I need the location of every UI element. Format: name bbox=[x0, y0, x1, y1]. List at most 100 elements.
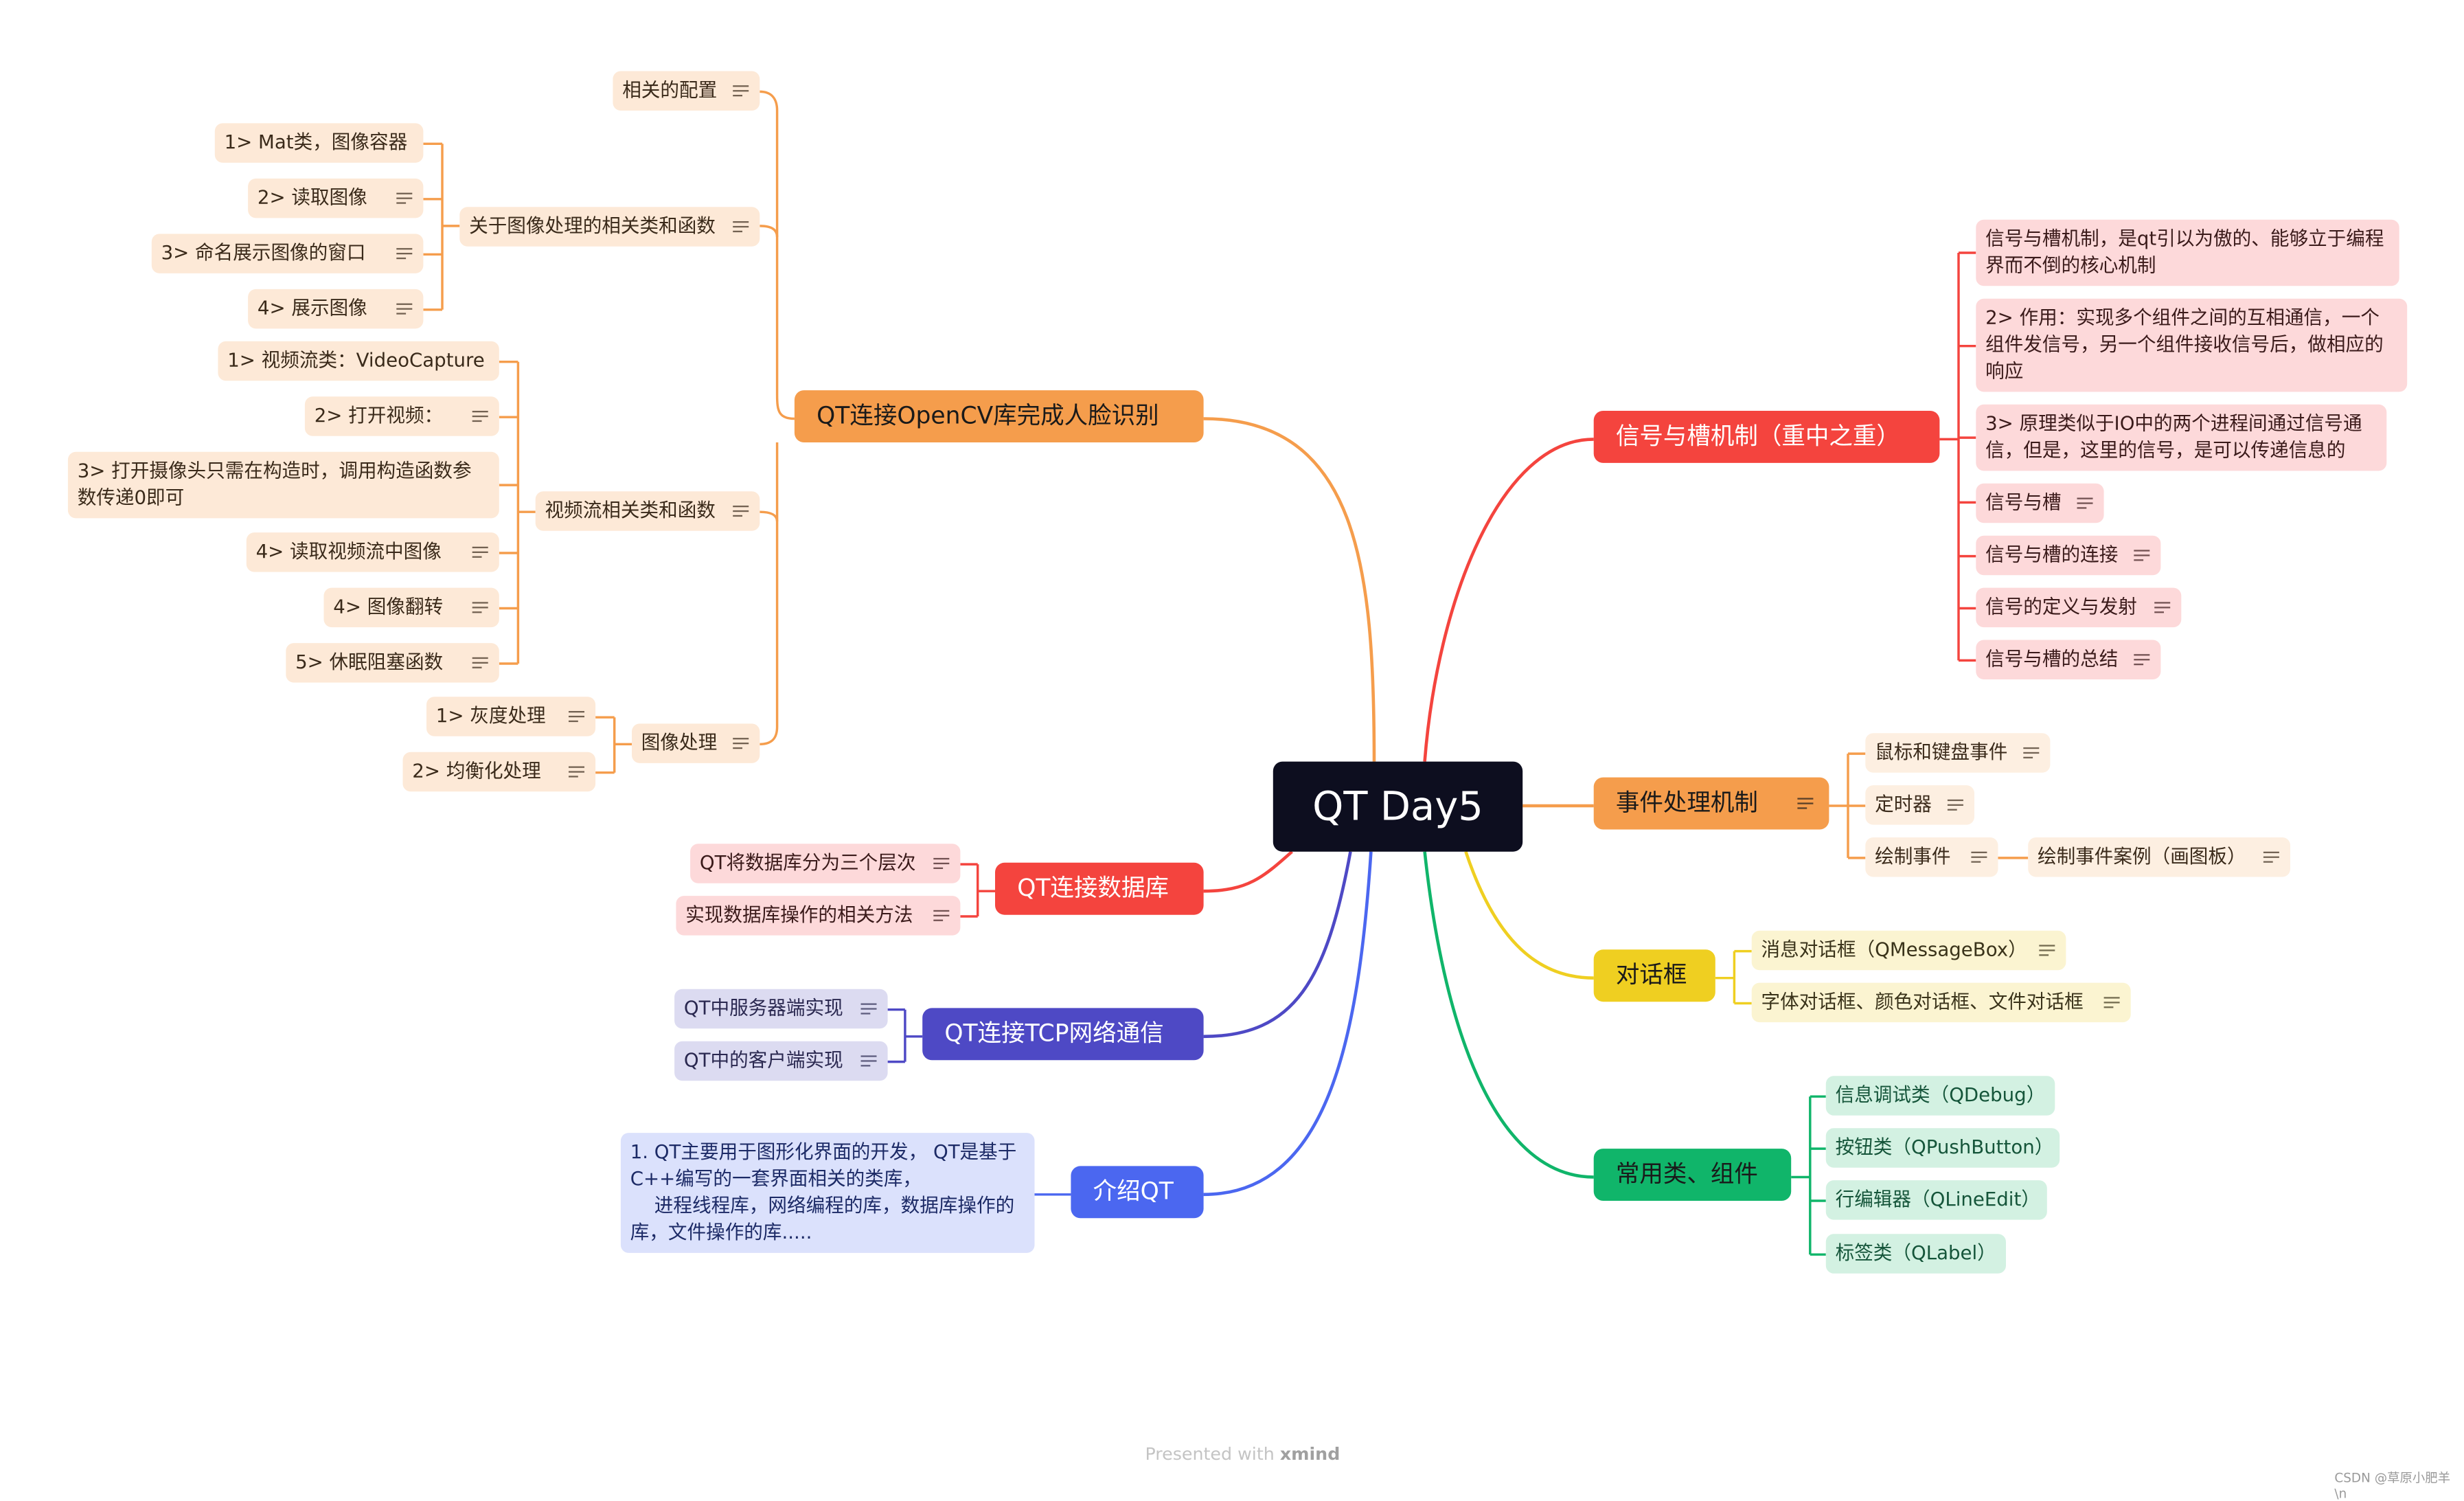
signals-item-6[interactable]: 信号的定义与发射 bbox=[1976, 587, 2182, 628]
notes-icon bbox=[1971, 850, 1987, 862]
topic-label: 1> 视频流类：VideoCapture bbox=[227, 349, 485, 372]
branch-widgets[interactable]: 常用类、组件 bbox=[1593, 1149, 1792, 1201]
notes-icon bbox=[569, 765, 584, 777]
topic-label: 4> 图像翻转 bbox=[333, 596, 444, 618]
topic-label: QT中的客户端实现 bbox=[683, 1049, 843, 1072]
branch-events-label: 事件处理机制 bbox=[1615, 788, 1758, 817]
dialogs-item-2[interactable]: 字体对话框、颜色对话框、文件对话框 bbox=[1751, 982, 2131, 1023]
branch-dialogs[interactable]: 对话框 bbox=[1593, 949, 1715, 1002]
video-item-6[interactable]: 5> 休眠阻塞函数 bbox=[286, 643, 499, 683]
signals-item-4[interactable]: 信号与槽 bbox=[1976, 483, 2104, 523]
opencv-process-group[interactable]: 图像处理 bbox=[632, 723, 760, 763]
topic-label: 按钮类（QPushButton） bbox=[1835, 1136, 2054, 1158]
signals-item-5[interactable]: 信号与槽的连接 bbox=[1976, 535, 2161, 576]
events-item-2[interactable]: 定时器 bbox=[1865, 785, 1974, 825]
watermark: CSDN @草原小肥羊 \n bbox=[2334, 1471, 2451, 1501]
opencv-image-group[interactable]: 关于图像处理的相关类和函数 bbox=[459, 207, 760, 247]
notes-icon bbox=[2103, 996, 2120, 1008]
notes-icon bbox=[733, 84, 749, 96]
topic-label: 消息对话框（QMessageBox） bbox=[1761, 938, 2027, 961]
notes-icon bbox=[396, 302, 413, 314]
tcp-item-1[interactable]: QT中服务器端实现 bbox=[674, 989, 888, 1029]
topic-label: 信号与槽机制，是qt引以为傲的、能够立于编程界而不倒的核心机制 bbox=[1985, 227, 2384, 277]
notes-icon bbox=[2023, 746, 2040, 758]
intro-note[interactable]: 1. QT主要用于图形化界面的开发， QT是基于C++编写的一套界面相关的类库，… bbox=[620, 1133, 1035, 1253]
notes-icon bbox=[472, 545, 488, 557]
notes-icon bbox=[1797, 797, 1814, 809]
branch-intro[interactable]: 介绍QT bbox=[1071, 1166, 1204, 1219]
topic-label: 3> 打开摄像头只需在构造时，调用构造函数参数传递0即可 bbox=[77, 460, 472, 509]
opencv-config-topic[interactable]: 相关的配置 bbox=[613, 71, 760, 111]
notes-icon bbox=[396, 247, 413, 259]
topic-label: 2> 作用：实现多个组件之间的互相通信，一个组件发信号，另一个组件接收信号后，做… bbox=[1985, 306, 2384, 383]
topic-label: 信号与槽的连接 bbox=[1985, 543, 2119, 566]
topic-label: 绘制事件案例（画图板） bbox=[2038, 845, 2246, 868]
notes-icon bbox=[472, 409, 488, 421]
notes-icon bbox=[2263, 850, 2279, 862]
opencv-video-group[interactable]: 视频流相关类和函数 bbox=[535, 491, 760, 531]
notes-icon bbox=[733, 736, 749, 749]
topic-label: 4> 展示图像 bbox=[257, 297, 367, 319]
signals-item-3[interactable]: 3> 原理类似于IO中的两个进程间通过信号通信，但是，这里的信号，是可以传递信息… bbox=[1976, 404, 2387, 471]
notes-icon bbox=[472, 601, 488, 613]
video-item-5[interactable]: 4> 图像翻转 bbox=[323, 587, 499, 628]
topic-label: 字体对话框、颜色对话框、文件对话框 bbox=[1761, 991, 2084, 1013]
footer-credit: Presented with xmind bbox=[1145, 1444, 1341, 1465]
widgets-item-4[interactable]: 标签类（QLabel） bbox=[1825, 1234, 2006, 1274]
topic-label: 视频流相关类和函数 bbox=[545, 499, 716, 521]
image-item-4[interactable]: 4> 展示图像 bbox=[248, 289, 424, 329]
tcp-item-2[interactable]: QT中的客户端实现 bbox=[674, 1041, 888, 1081]
branch-dialogs-label: 对话框 bbox=[1615, 960, 1687, 989]
branch-opencv[interactable]: QT连接OpenCV库完成人脸识别 bbox=[794, 390, 1204, 442]
topic-label: 鼠标和键盘事件 bbox=[1875, 741, 2008, 763]
video-item-4[interactable]: 4> 读取视频流中图像 bbox=[246, 532, 499, 572]
topic-label: 关于图像处理的相关类和函数 bbox=[469, 214, 716, 237]
signals-item-7[interactable]: 信号与槽的总结 bbox=[1976, 640, 2161, 679]
events-item-1[interactable]: 鼠标和键盘事件 bbox=[1865, 733, 2051, 773]
database-item-1[interactable]: QT将数据库分为三个层次 bbox=[690, 844, 961, 883]
database-item-2[interactable]: 实现数据库操作的相关方法 bbox=[676, 896, 961, 936]
footer-prefix: Presented with bbox=[1145, 1444, 1280, 1465]
topic-label: 2> 均衡化处理 bbox=[412, 760, 541, 782]
notes-icon bbox=[2154, 601, 2171, 613]
signals-item-1[interactable]: 信号与槽机制，是qt引以为傲的、能够立于编程界而不倒的核心机制 bbox=[1976, 219, 2399, 286]
image-item-2[interactable]: 2> 读取图像 bbox=[248, 178, 424, 218]
events-item-3[interactable]: 绘制事件 bbox=[1865, 837, 1998, 877]
branch-signals[interactable]: 信号与槽机制（重中之重） bbox=[1593, 411, 1940, 463]
notes-icon bbox=[1947, 798, 1963, 810]
image-item-1[interactable]: 1> Mat类，图像容器 bbox=[214, 123, 424, 163]
branch-signals-label: 信号与槽机制（重中之重） bbox=[1615, 422, 1900, 451]
video-item-1[interactable]: 1> 视频流类：VideoCapture bbox=[218, 341, 499, 381]
branch-events[interactable]: 事件处理机制 bbox=[1593, 777, 1829, 830]
widgets-item-2[interactable]: 按钮类（QPushButton） bbox=[1825, 1128, 2060, 1168]
dialogs-item-1[interactable]: 消息对话框（QMessageBox） bbox=[1751, 930, 2066, 971]
topic-label: 1. QT主要用于图形化界面的开发， QT是基于C++编写的一套界面相关的类库，… bbox=[630, 1140, 1017, 1244]
topic-label: 2> 读取图像 bbox=[257, 186, 367, 209]
notes-icon bbox=[2134, 549, 2150, 561]
branch-tcp-label: QT连接TCP网络通信 bbox=[944, 1019, 1164, 1048]
topic-label: 定时器 bbox=[1875, 793, 1932, 815]
topic-label: 信号的定义与发射 bbox=[1985, 596, 2137, 618]
video-item-2[interactable]: 2> 打开视频： bbox=[304, 396, 499, 436]
process-item-1[interactable]: 1> 灰度处理 bbox=[426, 697, 596, 736]
notes-icon bbox=[933, 909, 950, 921]
topic-label: 3> 原理类似于IO中的两个进程间通过信号通信，但是，这里的信号，是可以传递信息… bbox=[1985, 412, 2362, 462]
widgets-item-3[interactable]: 行编辑器（QLineEdit） bbox=[1825, 1180, 2047, 1220]
topic-label: 图像处理 bbox=[641, 731, 718, 754]
events-paint-child[interactable]: 绘制事件案例（画图板） bbox=[2028, 837, 2290, 877]
notes-icon bbox=[860, 1002, 877, 1014]
signals-item-2[interactable]: 2> 作用：实现多个组件之间的互相通信，一个组件发信号，另一个组件接收信号后，做… bbox=[1976, 298, 2408, 392]
video-item-3[interactable]: 3> 打开摄像头只需在构造时，调用构造函数参数传递0即可 bbox=[67, 451, 499, 519]
branch-intro-label: 介绍QT bbox=[1093, 1177, 1174, 1206]
branch-database[interactable]: QT连接数据库 bbox=[995, 862, 1204, 915]
topic-label: 信息调试类（QDebug） bbox=[1835, 1083, 2046, 1106]
widgets-item-1[interactable]: 信息调试类（QDebug） bbox=[1825, 1076, 2055, 1116]
central-topic[interactable]: QT Day5 bbox=[1273, 761, 1523, 852]
process-item-2[interactable]: 2> 均衡化处理 bbox=[402, 752, 596, 792]
topic-label: QT将数据库分为三个层次 bbox=[699, 851, 916, 874]
branch-tcp[interactable]: QT连接TCP网络通信 bbox=[922, 1008, 1204, 1061]
topic-label: 相关的配置 bbox=[622, 79, 718, 102]
topic-label: 3> 命名展示图像的窗口 bbox=[161, 241, 366, 264]
image-item-3[interactable]: 3> 命名展示图像的窗口 bbox=[151, 234, 424, 273]
topic-label: 4> 读取视频流中图像 bbox=[255, 540, 442, 563]
